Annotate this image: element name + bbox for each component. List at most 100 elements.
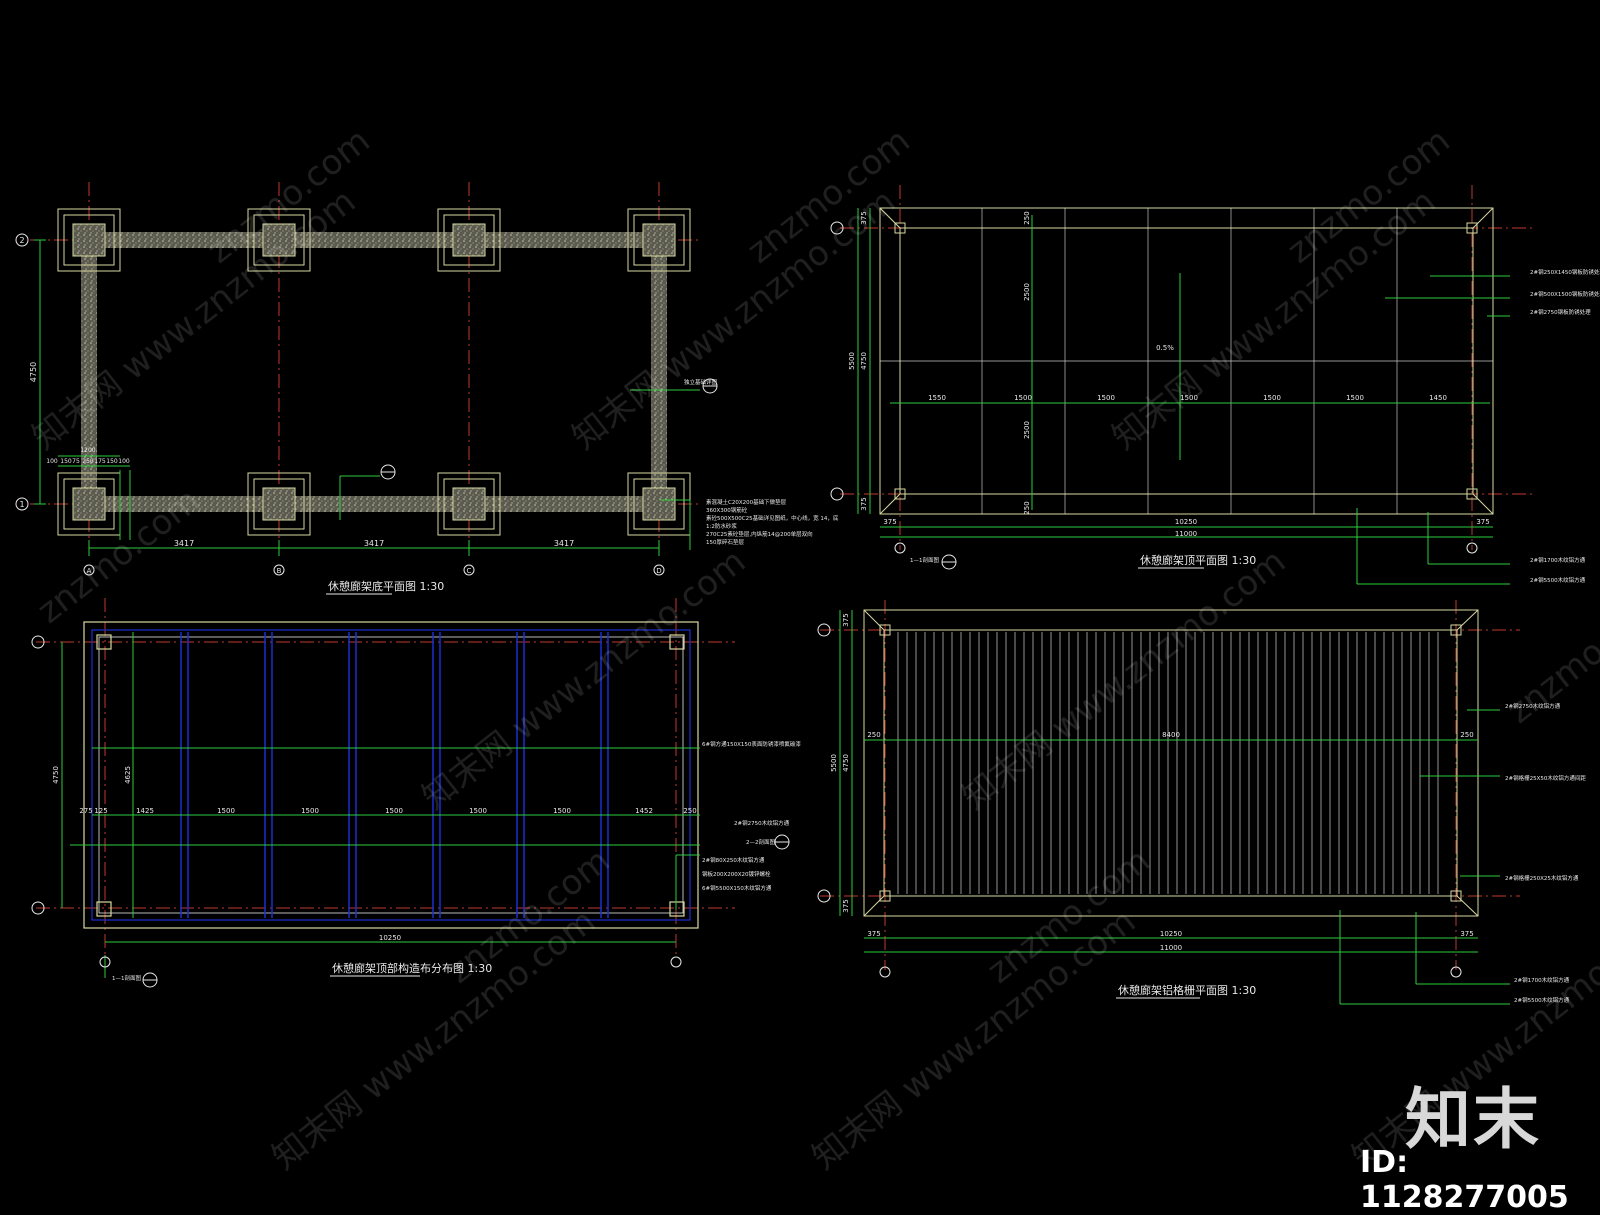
- dimension-text: 375: [842, 899, 850, 912]
- dimension-text: 150: [60, 458, 72, 465]
- dimension-text: 375: [1476, 518, 1489, 526]
- note-text: 6#钢5500X150木纹铝方通: [702, 884, 772, 892]
- callout-text: 独立基础详图: [684, 378, 718, 386]
- dimension-text: 100: [46, 458, 58, 465]
- note-text: 2#钢2750木纹铝方通: [1505, 702, 1561, 710]
- note-text: 6#钢方通150X150表面防锈漆喷氟碳漆: [702, 740, 801, 748]
- dimension-text: 250: [82, 458, 94, 465]
- dimension-text: 275: [79, 807, 92, 815]
- brand-logo: 知末: [1405, 1081, 1541, 1158]
- dimension-text: 1452: [635, 807, 653, 815]
- dimension-text: 10250: [1175, 518, 1197, 526]
- dimension-text: 250: [867, 731, 880, 739]
- dimension-text: 1500: [1014, 394, 1032, 402]
- dimension-text: 175: [94, 458, 106, 465]
- dimension-text: 2500: [1023, 283, 1031, 301]
- dimension-text: 1200: [80, 447, 95, 454]
- dimension-text: 1500: [385, 807, 403, 815]
- dimension-text: 1425: [136, 807, 154, 815]
- dimension-text: 250: [1023, 211, 1031, 224]
- dimension-text: 375: [883, 518, 896, 526]
- slope-text: 0.5%: [1156, 344, 1174, 352]
- dimension-text: 1450: [1429, 394, 1447, 402]
- axis-label: 1: [19, 500, 24, 509]
- note-text: 2#钢格栅250X25木纹铝方通: [1505, 874, 1579, 882]
- dimension-text: 3417: [174, 539, 194, 548]
- dimension-text: 10250: [379, 934, 401, 942]
- dimension-text: 375: [842, 613, 850, 626]
- drawing-title: 休憩廊架顶平面图 1:30: [1140, 553, 1256, 567]
- drawing-title: 休憩廊架顶部构造布分布图 1:30: [332, 961, 492, 975]
- dimension-text: 1500: [469, 807, 487, 815]
- callout-text: 1—1剖面图: [112, 974, 141, 982]
- note-text: 2#钢80X250木纹铝方通: [702, 856, 765, 864]
- dimension-text: 5500: [848, 352, 856, 370]
- foundation-plan: 2 1 A B C D 3417 3417 3417 4750 1200 100…: [15, 182, 839, 595]
- brand-id: ID: 1128277005: [1360, 1145, 1569, 1215]
- dimension-text: 11000: [1175, 530, 1197, 538]
- callout-text: 2—2剖面图: [746, 838, 775, 846]
- dimension-text: 250: [683, 807, 696, 815]
- dimension-text: 1500: [1346, 394, 1364, 402]
- dimension-text: 4750: [860, 352, 868, 370]
- dimension-text: 250: [1023, 501, 1031, 514]
- note-text: 2#钢格栅25X50木纹铝方通间距: [1505, 774, 1586, 782]
- dimension-text: 75: [72, 458, 80, 465]
- note-text: 270C25素砼垫层,内纵筋14@200单层双向: [706, 530, 813, 538]
- drawing-title: 休憩廊架铝格栅平面图 1:30: [1118, 983, 1256, 997]
- dimension-text: 3417: [554, 539, 574, 548]
- dimension-text: 4750: [29, 362, 38, 382]
- note-text: 1:2防水砂浆: [706, 522, 737, 530]
- dimension-text: 10250: [1160, 930, 1182, 938]
- roof-plan: 1550 1500 1500 1500 1500 1500 1450 375 1…: [830, 185, 1600, 585]
- drawing-title: 休憩廊架底平面图 1:30: [328, 579, 444, 593]
- foundation-dimensions: [34, 239, 700, 556]
- dimension-text: 125: [94, 807, 107, 815]
- dimension-text: 375: [860, 211, 868, 224]
- slat-lines: [897, 632, 1439, 894]
- note-text: 150厚碎石垫层: [706, 538, 744, 546]
- axis-label: B: [277, 567, 282, 575]
- dimension-text: 1500: [1263, 394, 1281, 402]
- dimension-text: 375: [1460, 930, 1473, 938]
- callout-text: 1—1剖面图: [910, 556, 939, 564]
- dimension-text: 1500: [1097, 394, 1115, 402]
- dimension-text: 1500: [1180, 394, 1198, 402]
- dimension-text: 100: [118, 458, 130, 465]
- dimension-text: 11000: [1160, 944, 1182, 952]
- dimension-text: 4750: [52, 766, 60, 784]
- note-text: 360X300钢筋砼: [706, 506, 748, 514]
- note-text: 2#钢5500木纹铝方通: [1514, 996, 1570, 1004]
- axis-label: A: [87, 567, 92, 575]
- note-text: 2#钢500X1500钢板防锈处理: [1530, 290, 1600, 298]
- footings: [57, 208, 691, 536]
- dimension-text: 1500: [553, 807, 571, 815]
- dimension-text: 1500: [217, 807, 235, 815]
- note-text: 2#钢1700木纹铝方通: [1530, 556, 1586, 564]
- note-text: 钢板200X200X20镀锌螺栓: [702, 870, 771, 878]
- axis-label: C: [467, 567, 472, 575]
- dimension-text: 8400: [1162, 731, 1180, 739]
- dimension-text: 1500: [301, 807, 319, 815]
- axis-label: D: [656, 567, 661, 575]
- dimension-text: 250: [1460, 731, 1473, 739]
- note-text: 2#钢5500木纹铝方通: [1530, 576, 1586, 584]
- dimension-text: 5500: [830, 754, 838, 772]
- dimension-text: 2500: [1023, 421, 1031, 439]
- dimension-text: 150: [106, 458, 118, 465]
- note-text: 素砼500X500C25基础详见图纸，中心线，宽 14，底: [706, 514, 839, 522]
- dimension-text: 375: [860, 497, 868, 510]
- note-text: 素混凝土C20X200基础下做垫层: [706, 498, 787, 506]
- axis-label: 2: [19, 236, 24, 245]
- ground-beams: [81, 232, 667, 512]
- dimension-text: 375: [867, 930, 880, 938]
- note-text: 2#钢1700木纹铝方通: [1514, 976, 1570, 984]
- axis-bubbles: [15, 233, 718, 576]
- dimension-text: 3417: [364, 539, 384, 548]
- dimension-text: 4750: [842, 754, 850, 772]
- dimension-text: 1550: [928, 394, 946, 402]
- note-text: 2#钢2750钢板防锈处理: [1530, 308, 1591, 316]
- slat-plan: 250 8400 250 375 10250 375 11000 375 475…: [817, 600, 1586, 1005]
- note-text: 2#钢2750木纹铝方通: [734, 819, 790, 827]
